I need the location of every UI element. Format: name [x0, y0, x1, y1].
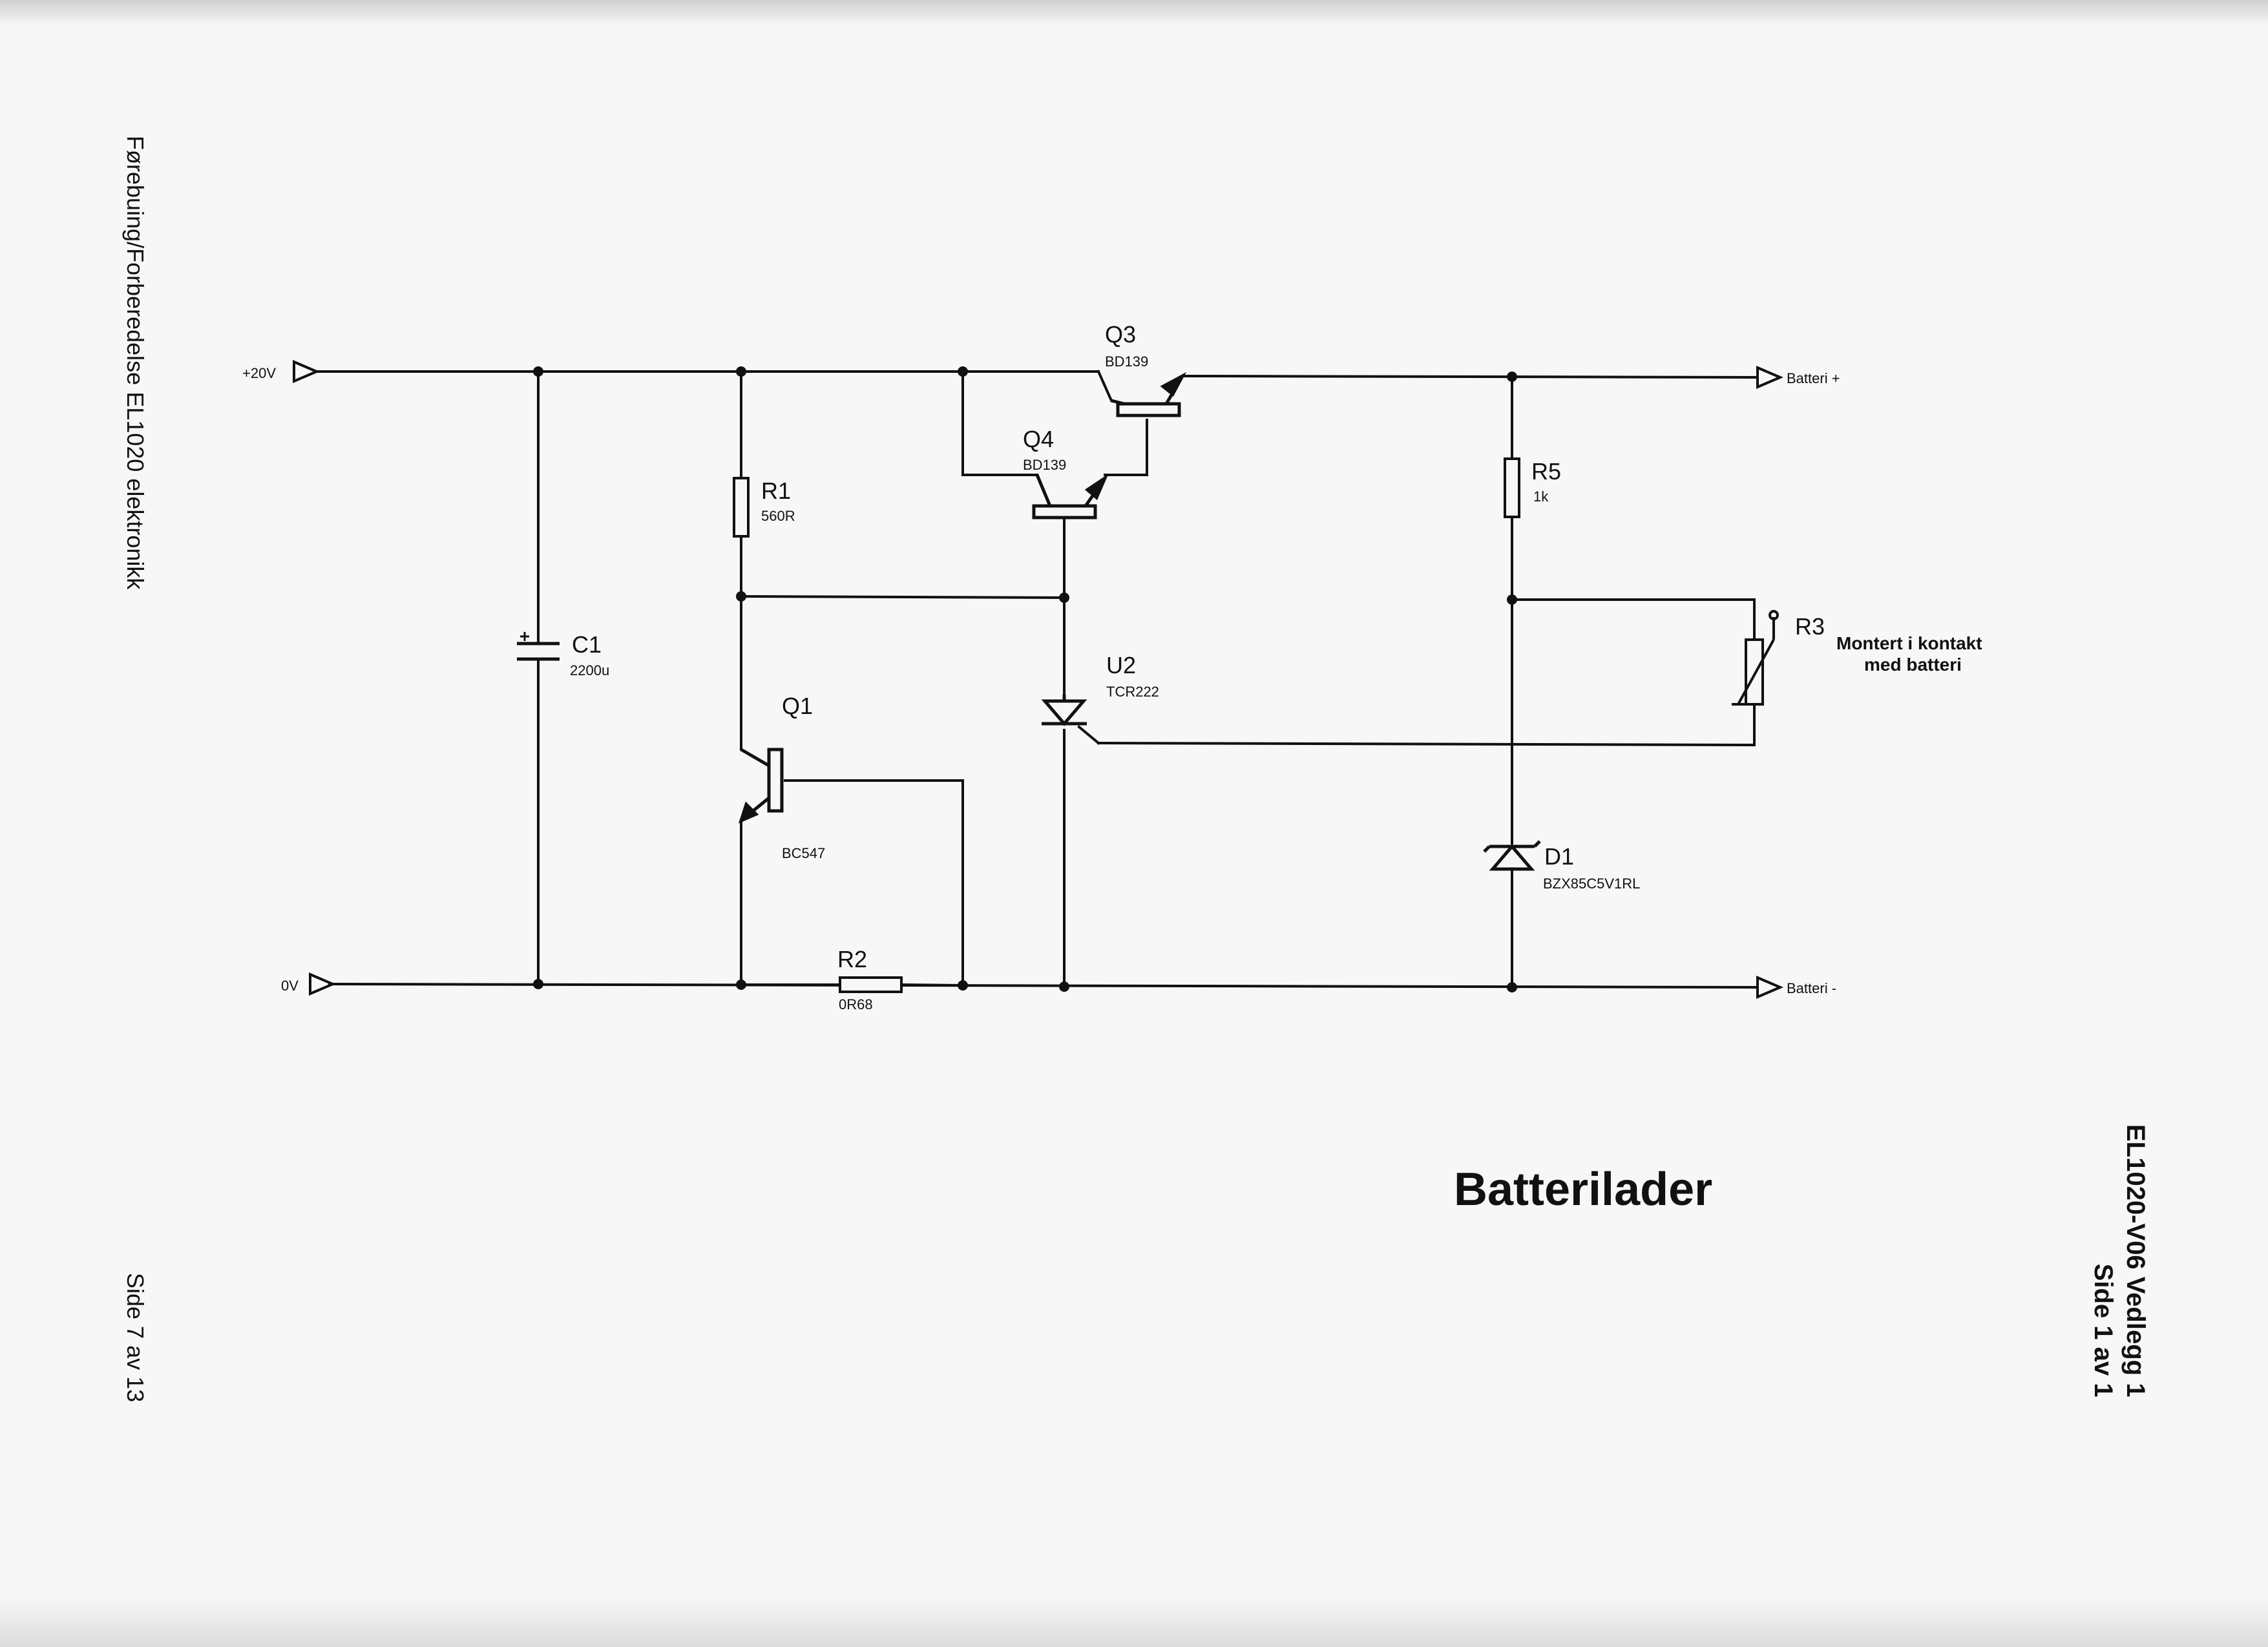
junction-dot — [1059, 981, 1069, 992]
d1-ref: D1 — [1544, 843, 1574, 870]
wire-u2-gate — [1077, 725, 1100, 745]
u2-ref: U2 — [1106, 652, 1136, 678]
r3-note-line1: Montert i kontakt — [1836, 633, 1982, 653]
resistor-r5-symbol — [1504, 457, 1520, 518]
attachment-label-vertical: EL1020-V06 Vedlegg 1 Side 1 av 1 — [2087, 1124, 2152, 1397]
junction-dot — [736, 591, 746, 602]
r2-ref: R2 — [837, 946, 867, 972]
wire-node-r1-u2 — [739, 594, 1066, 600]
net-label-plus20v: +20V — [242, 365, 276, 381]
zener-diode-d1-symbol — [1483, 840, 1541, 871]
wire-top-rail-right — [1181, 374, 1759, 379]
wire-u2-gate-h — [1097, 741, 1756, 747]
c1-ref: C1 — [572, 631, 602, 658]
net-label-0v: 0V — [281, 978, 299, 994]
junction-dot — [1507, 372, 1517, 382]
junction-dot — [533, 366, 543, 377]
d1-value: BZX85C5V1RL — [1543, 876, 1640, 892]
u2-value: TCR222 — [1106, 684, 1159, 700]
diagram-title: Batterilader — [1454, 1164, 1713, 1215]
q1-ref: Q1 — [782, 693, 813, 719]
junction-dot — [958, 366, 968, 377]
attachment-label-line1: EL1020-V06 Vedlegg 1 — [2121, 1124, 2150, 1398]
net-label-batt-plus: Batteri + — [1787, 370, 1840, 386]
r2-value: 0R68 — [839, 996, 873, 1012]
wire-bottom-rail — [328, 982, 1759, 989]
wire-q3-collector — [1097, 370, 1113, 403]
page-header-vertical: Førebuing/Forberedelse EL1020 elektronik… — [122, 136, 149, 590]
r1-value: 560R — [761, 508, 795, 524]
r3-ref: R3 — [1795, 613, 1825, 640]
r1-ref: R1 — [761, 477, 791, 504]
q1-value: BC547 — [782, 845, 825, 861]
junction-dot — [736, 980, 746, 990]
q4-ref: Q4 — [1023, 426, 1054, 452]
transistor-q1-symbol — [738, 748, 784, 824]
transistor-q4-symbol — [1032, 474, 1109, 519]
transistor-q3-symbol — [1111, 372, 1187, 417]
port-arrow-0v — [309, 972, 337, 996]
junction-dot — [533, 979, 543, 989]
attachment-label-line2: Side 1 av 1 — [2089, 1263, 2117, 1398]
q4-value: BD139 — [1023, 457, 1066, 473]
resistor-r2-symbol — [839, 976, 903, 993]
port-arrow-batt-plus — [1756, 365, 1784, 390]
capacitor-c1-symbol — [517, 632, 560, 661]
resistor-r1-symbol — [733, 477, 750, 538]
junction-dot — [1059, 593, 1069, 603]
r5-ref: R5 — [1531, 458, 1561, 485]
junction-dot — [736, 366, 746, 377]
junction-dot — [1507, 982, 1517, 992]
page-bottom-edge — [0, 1596, 2268, 1647]
q3-value: BD139 — [1105, 353, 1148, 370]
junction-dot — [1507, 594, 1517, 605]
port-arrow-batt-minus — [1756, 975, 1784, 1000]
port-arrow-plus20v — [293, 359, 320, 384]
c1-value: 2200u — [570, 662, 609, 678]
thyristor-u2-symbol — [1041, 695, 1087, 726]
page-number-vertical: Side 7 av 13 — [122, 1273, 149, 1403]
q3-ref: Q3 — [1105, 321, 1136, 348]
page-top-shadow — [0, 0, 2268, 26]
r5-value: 1k — [1533, 488, 1549, 505]
thermistor-r3-symbol — [1732, 610, 1779, 706]
r3-note-line2: med batteri — [1864, 655, 1962, 675]
net-label-batt-minus: Batteri - — [1787, 980, 1836, 996]
